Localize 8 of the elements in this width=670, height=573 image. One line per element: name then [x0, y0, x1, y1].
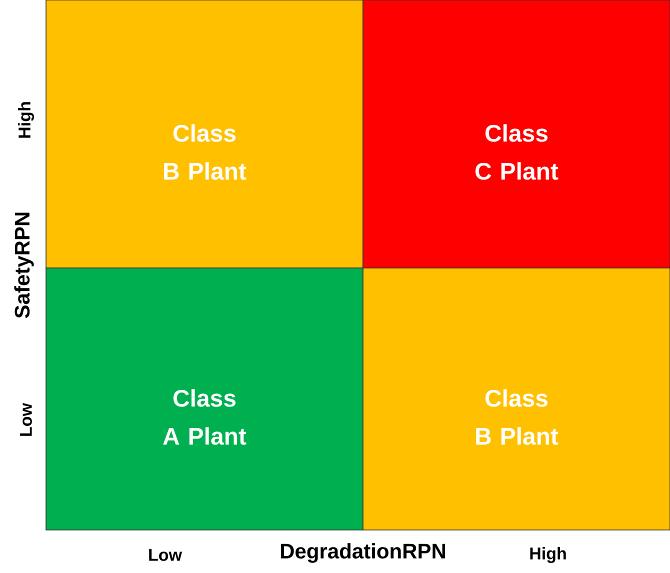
quadrant-box: Class A Plant: [46, 268, 364, 530]
axis-tick-label: High: [530, 547, 566, 563]
axis-title: SafetyRPN: [14, 212, 34, 318]
quadrant-box: Class B Plant: [362, 268, 670, 530]
axis-tick-label: Low: [149, 549, 182, 561]
axis-title: DegradationRPN: [281, 543, 445, 563]
quadrant-box: Class C Plant: [362, 0, 670, 268]
quadrant-box: Class B Plant: [46, 0, 364, 268]
